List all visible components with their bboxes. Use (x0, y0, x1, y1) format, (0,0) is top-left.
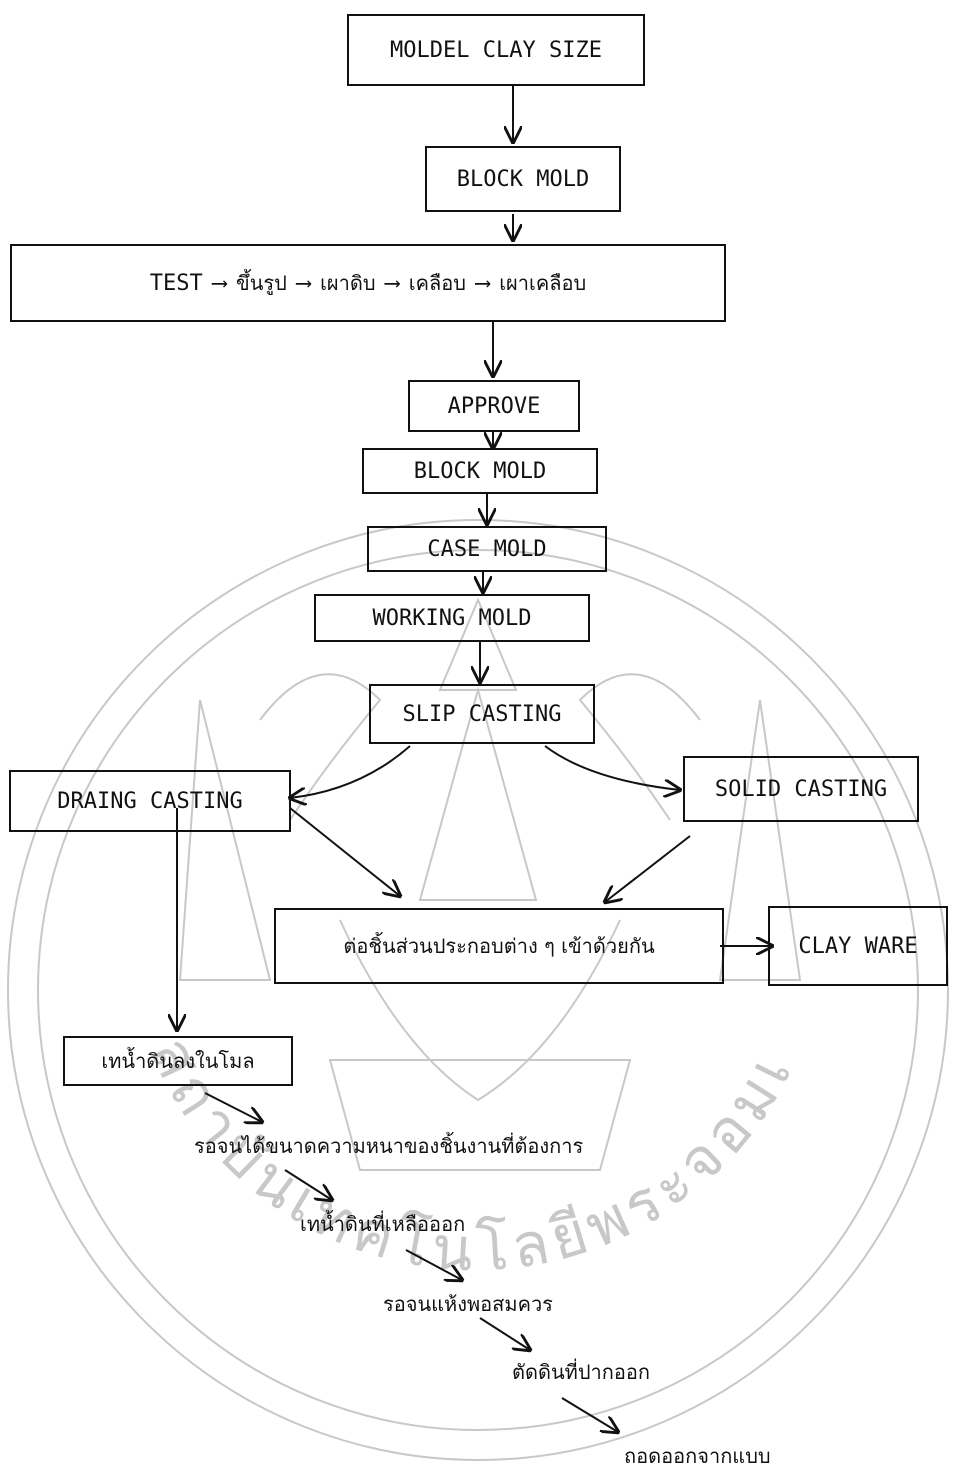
arrow-slip-to-solid (544, 745, 680, 790)
bisque-firing-step-label: เผาดิบ (320, 271, 376, 295)
working-mold-box: WORKING MOLD (314, 594, 590, 642)
model-clay-size-box: MOLDEL CLAY SIZE (347, 14, 645, 86)
arrow-slip-to-draing (290, 745, 411, 798)
arrow-step4-to-step5 (561, 1397, 618, 1432)
step-remove-from-mold: ถอดออกจากแบบ (624, 1444, 771, 1468)
arrow-right-icon: ⟶ (475, 270, 490, 296)
test-step-label: TEST (149, 270, 203, 296)
arrow-pour-to-step1 (204, 1092, 262, 1122)
arrow-right-icon: ⟶ (385, 270, 399, 296)
arrow-right-icon: ⟶ (212, 270, 227, 296)
arrow-step3-to-step4 (479, 1317, 530, 1350)
arrow-draing-to-assemble (289, 807, 400, 896)
approve-box: APPROVE (408, 380, 580, 432)
pour-clay-box: เทน้ำดินลงในโมล (63, 1036, 293, 1086)
arrow-right-icon: ⟶ (296, 270, 311, 296)
arrow-step1-to-step2 (284, 1169, 332, 1200)
forming-step-label: ขึ้นรูป (236, 271, 287, 295)
assemble-parts-box: ต่อชิ้นส่วนประกอบต่าง ๆ เข้าด้วยกัน (274, 908, 724, 984)
block-mold-box: BLOCK MOLD (425, 146, 621, 212)
arrow-solid-to-assemble (605, 835, 691, 902)
solid-casting-box: SOLID CASTING (683, 756, 919, 822)
case-mold-box: CASE MOLD (367, 526, 607, 572)
step-pour-out-excess: เทน้ำดินที่เหลือออก (300, 1212, 466, 1236)
arrow-step2-to-step3 (405, 1249, 462, 1280)
step-wait-dry: รอจนแห้งพอสมควร (383, 1292, 553, 1316)
test-sequence-box: TEST ⟶ ขึ้นรูป ⟶ เผาดิบ ⟶ เคลือบ ⟶ เผาเค… (10, 244, 726, 322)
slip-casting-box: SLIP CASTING (369, 684, 595, 744)
glazing-step-label: เคลือบ (408, 271, 466, 295)
clay-ware-box: CLAY WARE (768, 906, 948, 986)
block-mold-2-box: BLOCK MOLD (362, 448, 598, 494)
step-wait-thickness: รอจนได้ขนาดความหนาของชิ้นงานที่ต้องการ (194, 1134, 584, 1158)
draing-casting-box: DRAING CASTING (9, 770, 291, 832)
step-trim-opening: ตัดดินที่ปากออก (512, 1360, 650, 1384)
glaze-firing-step-label: เผาเคลือบ (499, 271, 587, 295)
